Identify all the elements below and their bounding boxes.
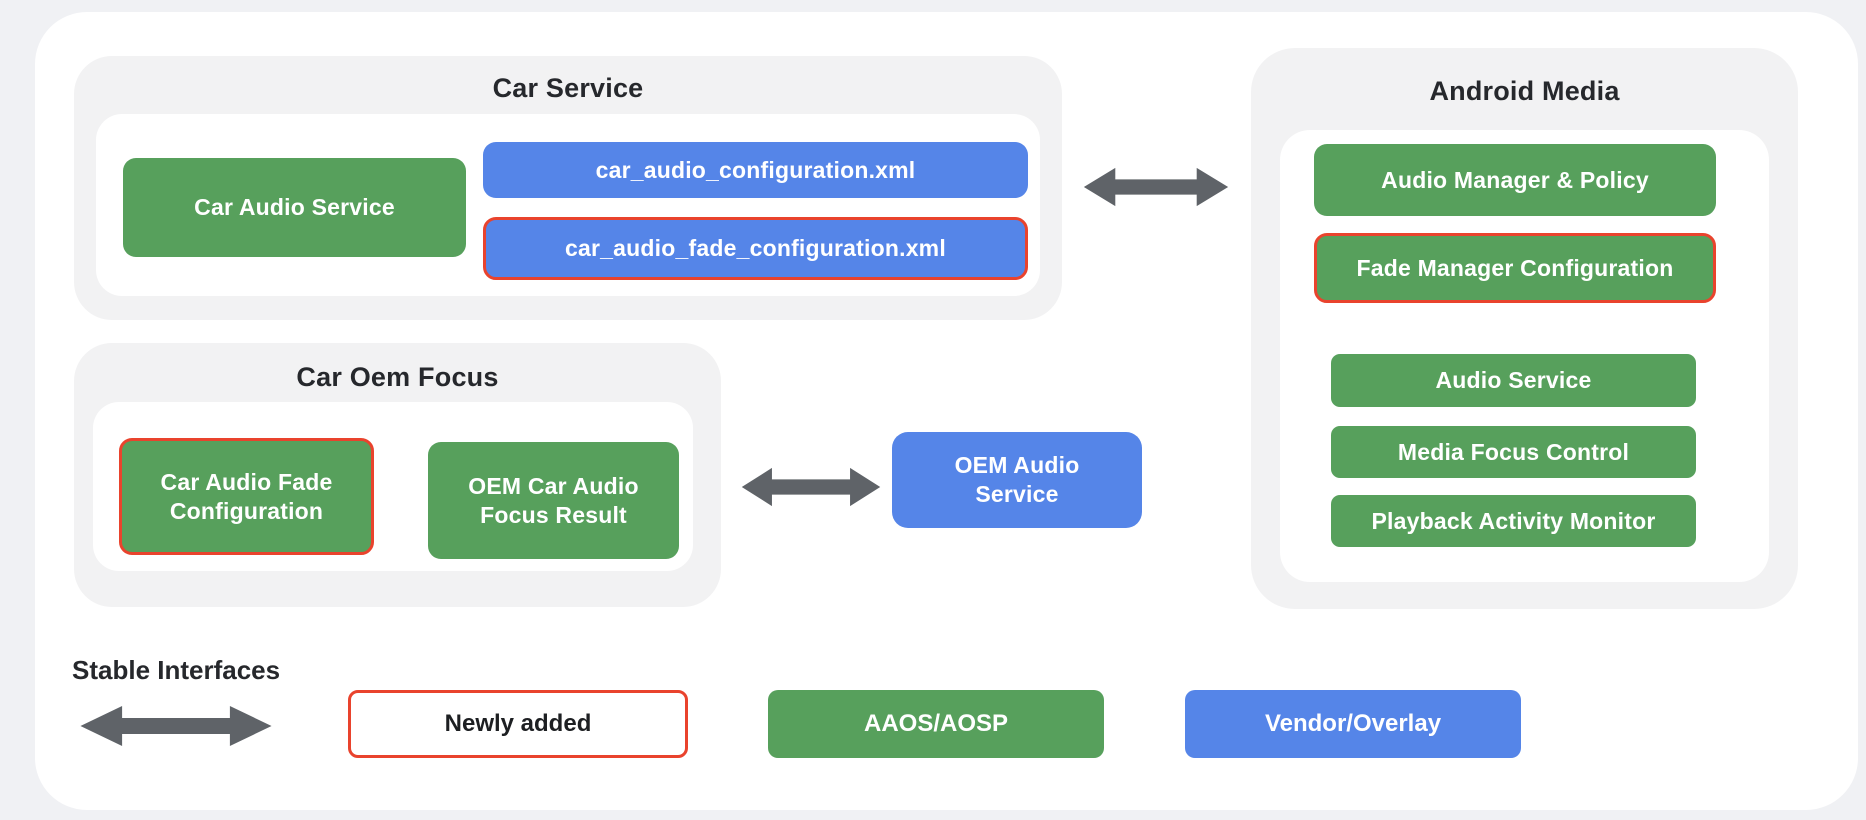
legend-aaos-aosp: AAOS/AOSP [768,690,1104,758]
media-focus-control-box: Media Focus Control [1331,426,1696,478]
car-audio-service-box: Car Audio Service [123,158,466,257]
android-media-title: Android Media [1429,76,1620,106]
legend-vendor-overlay: Vendor/Overlay [1185,690,1521,758]
car-audio-fade-configuration-xml-box: car_audio_fade_configuration.xml [483,217,1028,280]
car-oem-focus-oem-audio-service-arrow-icon [740,466,882,508]
car-service-android-media-arrow-icon [1082,166,1230,208]
audio-manager-policy-box: Audio Manager & Policy [1314,144,1716,216]
car-service-title: Car Service [492,73,644,103]
legend-newly-added: Newly added [348,690,688,758]
fade-manager-configuration-box: Fade Manager Configuration [1314,233,1716,303]
stable-interfaces-arrow-icon [78,704,274,748]
car-audio-configuration-xml-box: car_audio_configuration.xml [483,142,1028,198]
car-oem-focus-title: Car Oem Focus [296,362,499,392]
audio-service-box: Audio Service [1331,354,1696,407]
stable-interfaces-label: Stable Interfaces [72,655,281,685]
oem-audio-service-box: OEM Audio Service [892,432,1142,528]
oem-car-audio-focus-result-box: OEM Car Audio Focus Result [428,442,679,559]
car-audio-fade-configuration-box: Car Audio Fade Configuration [119,438,374,555]
playback-activity-monitor-box: Playback Activity Monitor [1331,495,1696,547]
